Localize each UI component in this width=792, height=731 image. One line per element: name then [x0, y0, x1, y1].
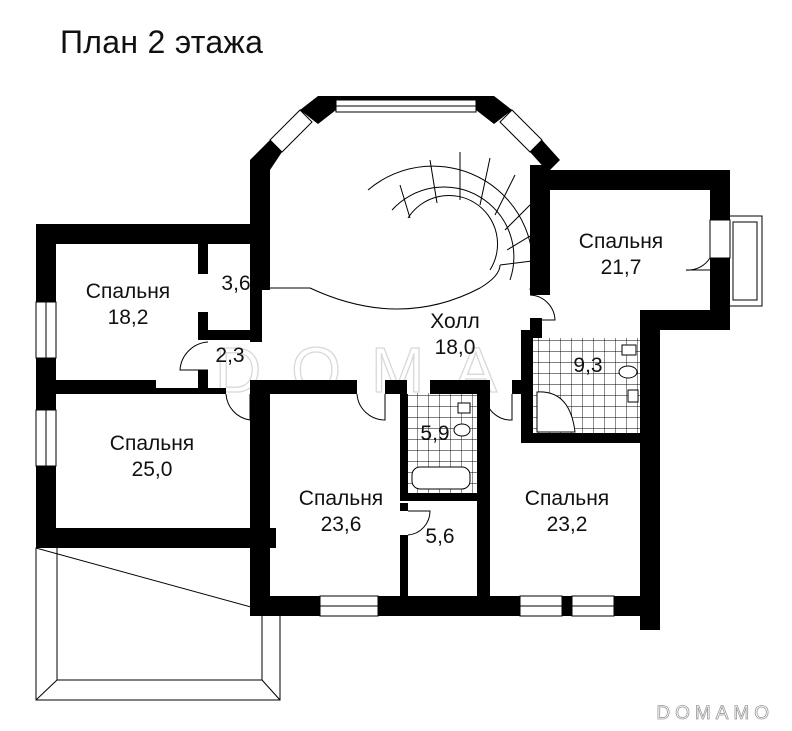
room-name-bedroom-18-2: Спальня	[86, 280, 170, 303]
room-name-bedroom-25-0: Спальня	[110, 432, 194, 455]
room-name-bedroom-23-2: Спальня	[525, 487, 609, 510]
doors	[179, 257, 711, 536]
room-name-hall: Холл	[430, 310, 480, 333]
room-area-hall: 18,0	[435, 336, 476, 359]
room-area-bedroom-23-2: 23,2	[547, 513, 588, 536]
room-area-bedroom-23-6: 23,6	[321, 513, 362, 536]
room-area-bedroom-21-7: 21,7	[601, 256, 642, 279]
room-area-closet-3-6: 3,6	[221, 272, 250, 295]
room-labels: Спальня 18,2 3,6 2,3 Спальня 25,0 Холл 1…	[86, 230, 663, 548]
room-name-bedroom-23-6: Спальня	[299, 487, 383, 510]
bathtub	[411, 466, 471, 490]
windows	[35, 99, 731, 617]
fixtures	[411, 344, 639, 490]
toilet	[453, 423, 471, 437]
room-area-closet-5-6: 5,6	[425, 525, 454, 548]
room-area-bathroom-9-3: 9,3	[573, 354, 602, 377]
watermark-corner: DOMAMO	[656, 703, 774, 725]
spiral-staircase	[270, 152, 541, 310]
corner-bath	[536, 391, 576, 433]
plan-title: План 2 этажа	[60, 24, 264, 60]
balcony-bottom	[35, 547, 281, 701]
room-name-bedroom-21-7: Спальня	[579, 230, 663, 253]
balcony-right	[727, 215, 763, 307]
room-area-bedroom-25-0: 25,0	[132, 458, 173, 481]
room-area-bathroom-5-9: 5,9	[420, 422, 449, 445]
room-area-bedroom-18-2: 18,2	[108, 306, 149, 329]
room-area-closet-2-3: 2,3	[215, 344, 244, 367]
